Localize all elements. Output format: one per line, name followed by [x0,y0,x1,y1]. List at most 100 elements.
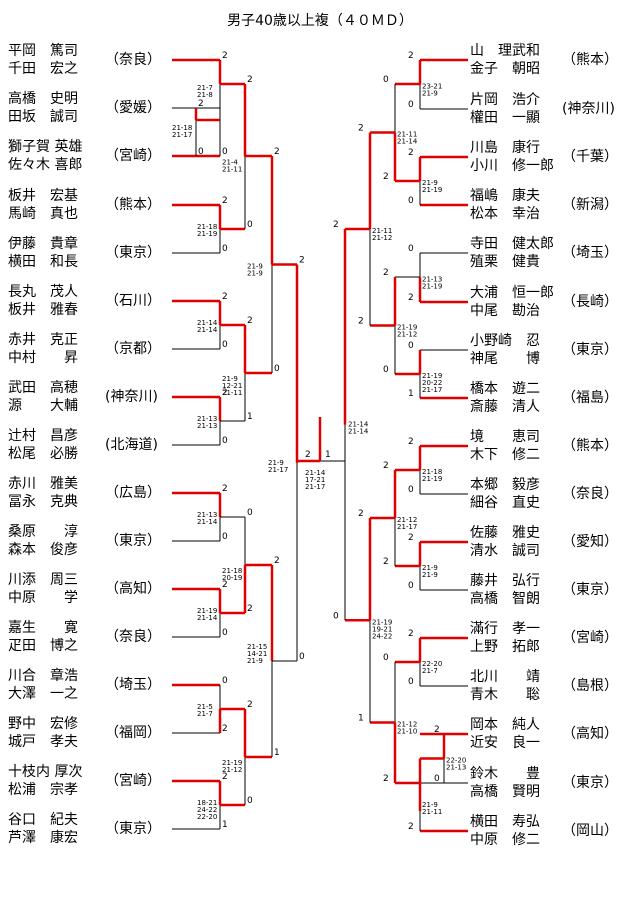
prefecture-label: （埼玉） [105,677,161,693]
entry-left-9: 辻村 昌彦松尾 必勝(北海道) [8,427,178,463]
player-name: 平岡 篤司 [8,43,78,59]
prefecture-label: （高知） [105,581,161,597]
player-name: 松浦 宗孝 [8,782,78,798]
game-count: 2 [383,172,389,182]
entry-right-13: 滿行 孝一上野 拓郎（宮崎） [470,620,640,656]
player-name: 小川 修一郎 [470,158,554,174]
player-name: 神尾 博 [470,351,540,367]
player-name: 横田 和長 [8,254,78,270]
game-count: 0 [383,75,389,85]
entry-right-9: 境 恵司木下 修二（熊本） [470,428,640,464]
game-count: 2 [383,557,389,567]
prefecture-label: （東京） [562,582,618,598]
game-count: 0 [383,653,389,663]
player-name: 青木 聡 [470,687,540,703]
player-name: 中村 昇 [8,350,78,366]
player-name: 橋本 遊二 [470,381,540,397]
player-name: 上野 拓郎 [470,639,540,655]
player-name: 嘉生 寛 [8,620,78,636]
player-name: 板井 雅春 [8,302,78,318]
prefecture-label: （東京） [105,821,161,837]
player-name: 岡本 純人 [470,717,540,733]
game-count: 2 [358,509,364,519]
entry-right-5: 寺田 健太郎殖栗 健貴（埼玉） [470,235,640,271]
entry-left-6: 長丸 茂人板井 雅春（石川） [8,283,178,319]
player-name: 滿行 孝一 [470,621,540,637]
entry-left-12: 川添 周三中原 学（高知） [8,571,178,607]
game-count: 2 [222,772,228,782]
player-name: 松尾 必勝 [8,446,78,462]
player-name: 山 理武和 [470,43,540,59]
entry-right-14: 北川 靖青木 聡（島根） [470,668,640,704]
game-count: 2 [408,629,414,639]
player-name: 鈴木 豊 [470,766,540,782]
game-count: 0 [299,652,305,662]
player-name: 北川 靖 [470,669,540,685]
game-count: 1 [247,412,253,422]
game-count: 2 [247,604,253,614]
player-name: 川島 康行 [470,140,540,156]
player-name: 川合 章浩 [8,668,78,684]
player-name: 板井 宏基 [8,188,78,204]
prefecture-label: (北海道) [105,437,158,453]
game-count: 2 [358,124,364,134]
game-count: 2 [247,316,253,326]
game-count: 1 [222,820,228,830]
player-name: 赤川 雅美 [8,476,78,492]
player-name: 獅子賀 英雄 [8,139,83,155]
player-name: 佐藤 雅史 [470,525,540,541]
game-count: 2 [222,196,228,206]
player-name: 木下 修二 [470,447,540,463]
game-count: 0 [408,677,414,687]
prefecture-label: （奈良） [105,629,161,645]
player-name: 松本 幸治 [470,206,540,222]
game-count: 2 [222,484,228,494]
entry-left-17: 谷口 紀夫芦澤 康宏（東京） [8,811,178,847]
game-count: 2 [408,437,414,447]
player-name: 大浦 恒一郎 [470,285,554,301]
player-name: 馬崎 真也 [8,206,78,222]
game-count: 2 [333,220,339,230]
game-count: 2 [222,724,228,734]
player-name: 高橋 智朗 [470,591,540,607]
player-name: 赤井 克正 [8,332,78,348]
player-name: 小野崎 忍 [470,333,540,349]
player-name: 森本 俊彦 [8,542,78,558]
game-count: 0 [222,532,228,542]
prefecture-label: (神奈川) [562,101,615,117]
prefecture-label: （石川） [105,293,161,309]
game-count: 1 [274,748,280,758]
prefecture-label: （千葉） [562,149,618,165]
entry-right-16: 鈴木 豊高橋 賢明（東京） [470,765,640,801]
player-name: 福嶋 康夫 [470,188,540,204]
player-name: 中原 学 [8,590,78,606]
entry-right-17: 横田 寿弘中原 修二（岡山） [470,813,640,849]
entry-left-4: 板井 宏基馬崎 真也（熊本） [8,187,178,223]
game-count: 0 [222,436,228,446]
prefecture-label: （福岡） [105,725,161,741]
player-name: 斎藤 清人 [470,399,540,415]
player-name: 芦澤 康宏 [8,830,78,846]
player-name: 城戸 孝夫 [8,734,78,750]
prefecture-label: （熊本） [562,438,618,454]
game-count: 0 [408,341,414,351]
prefecture-label: （福島） [562,390,618,406]
game-count: 2 [408,533,414,543]
game-count: 2 [274,147,280,157]
player-name: 冨永 克典 [8,494,78,510]
entry-left-10: 赤川 雅美冨永 克典（広島） [8,475,178,511]
